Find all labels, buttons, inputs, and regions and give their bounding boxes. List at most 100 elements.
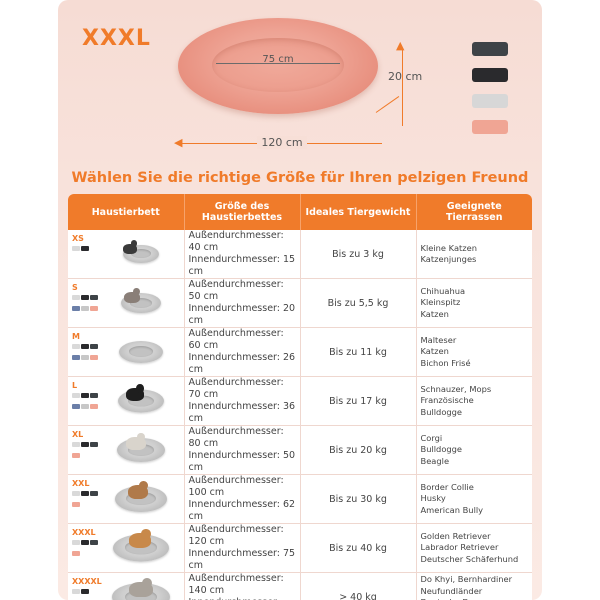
color-swatch[interactable] [472, 94, 508, 108]
color-swatch [72, 295, 80, 300]
pet-image [127, 480, 149, 499]
table-row: XL Außendurchmesser: 80 cm Innendurchmes… [68, 425, 532, 475]
color-swatch[interactable] [472, 68, 508, 82]
column-header: Haustierbett [68, 194, 185, 230]
color-swatch[interactable] [472, 120, 508, 134]
column-header: Größe des Haustierbettes [184, 194, 301, 230]
breed: Bulldogge [420, 406, 463, 417]
weight-cell: Bis zu 3 kg [300, 230, 417, 279]
color-swatch[interactable] [472, 42, 508, 56]
breed: Neufundländer [420, 585, 483, 596]
size-cell: Außendurchmesser: 140 cm Innendurchmesse… [184, 572, 301, 600]
size-code: XS [72, 234, 84, 243]
color-swatch [81, 344, 89, 349]
breed: Katzen [420, 308, 449, 319]
color-swatch [72, 453, 80, 458]
height-leader-line [375, 96, 400, 113]
color-swatches [472, 42, 508, 146]
weight-cell: Bis zu 20 kg [300, 425, 417, 475]
table-row: XXL Außendurchmesser: 100 cm Innendurchm… [68, 474, 532, 524]
pet-image [128, 529, 152, 548]
color-swatch [90, 540, 98, 545]
weight-cell: Bis zu 5,5 kg [300, 278, 417, 328]
size-code: XXXL [72, 528, 96, 537]
breed: Katzen [420, 346, 449, 357]
color-swatch [72, 540, 80, 545]
hero-bed-inner [212, 38, 344, 92]
color-swatch [81, 306, 89, 311]
size-cell: Außendurchmesser: 120 cm Innendurchmesse… [184, 523, 301, 573]
color-options [72, 246, 106, 257]
bed-thumbnail [117, 438, 165, 462]
inner-diameter-line [216, 63, 340, 64]
color-swatch [81, 295, 89, 300]
inner-diameter: Innendurchmesser: 26 cm [188, 352, 296, 375]
color-swatch [81, 540, 89, 545]
table-row: XXXL Außendurchmesser: 120 cm Innendurch… [68, 523, 532, 573]
height-label: 20 cm [388, 70, 423, 83]
color-swatch [81, 404, 89, 409]
color-swatch [72, 442, 80, 447]
bed-cell: XXL [68, 474, 185, 524]
color-swatch [72, 491, 80, 496]
arrow-up-icon: ▲ [396, 39, 405, 52]
height-line [402, 48, 403, 126]
color-swatch [72, 355, 80, 360]
outer-diameter: Außendurchmesser: 120 cm [188, 524, 284, 547]
size-cell: Außendurchmesser: 40 cm Innendurchmesser… [184, 230, 301, 279]
bed-cell: XXXL [68, 523, 185, 573]
color-swatch [81, 393, 89, 398]
color-options [72, 393, 106, 415]
color-swatch [90, 404, 98, 409]
breed: Beagle [420, 455, 450, 466]
table-row: L Außendurchmesser: 70 cm Innendurchmess… [68, 376, 532, 426]
color-options [72, 344, 106, 366]
size-code: XXXXL [72, 577, 102, 586]
inner-diameter: Innendurchmesser: 50 cm [188, 450, 296, 473]
pet-image [122, 240, 138, 254]
color-swatch [72, 551, 80, 556]
breed: Schnauzer, Mops [420, 383, 492, 394]
size-cell: Außendurchmesser: 70 cm Innendurchmesser… [184, 376, 301, 426]
color-swatch [81, 589, 89, 594]
color-swatch [81, 442, 89, 447]
outer-diameter: Außendurchmesser: 70 cm [188, 377, 284, 400]
pet-image [124, 288, 140, 303]
bed-cell: M [68, 327, 185, 377]
size-cell: Außendurchmesser: 60 cm Innendurchmesser… [184, 327, 301, 377]
color-options [72, 442, 106, 464]
color-options [72, 295, 106, 317]
headline: Wählen Sie die richtige Größe für Ihren … [71, 170, 529, 186]
outer-diameter-label: 120 cm [182, 136, 382, 149]
breed: Bichon Frisé [420, 357, 471, 368]
breed: Bulldogge [420, 444, 463, 455]
color-swatch [81, 246, 89, 251]
inner-diameter: Innendurchmesser: 75 cm [188, 548, 296, 571]
color-swatch [90, 393, 98, 398]
breed: Katzenjunges [420, 254, 477, 264]
breed: American Bully [420, 504, 484, 515]
size-code: XXL [72, 479, 90, 488]
breed: Deutsche Dogge [421, 597, 529, 600]
size-cell: Außendurchmesser: 50 cm Innendurchmesser… [184, 278, 301, 328]
breed: Deutscher Schäferhund [420, 553, 519, 564]
color-swatch [72, 344, 80, 349]
hero-bed-image: 75 cm [178, 18, 378, 114]
color-options [72, 589, 106, 600]
breeds-cell: Do Khyi, BernhardinerNeufundländerDeutsc… [416, 572, 532, 600]
color-swatch [81, 355, 89, 360]
color-swatch [72, 246, 80, 251]
color-swatch [90, 442, 98, 447]
color-options [72, 491, 106, 513]
breed: Corgi [420, 432, 443, 443]
pet-image [126, 432, 146, 450]
inner-diameter-label: 75 cm [262, 54, 294, 65]
outer-diameter: Außendurchmesser: 140 cm [188, 573, 284, 596]
breed: Malteser [420, 334, 457, 345]
inner-diameter: Innendurchmesser: 36 cm [188, 401, 296, 424]
